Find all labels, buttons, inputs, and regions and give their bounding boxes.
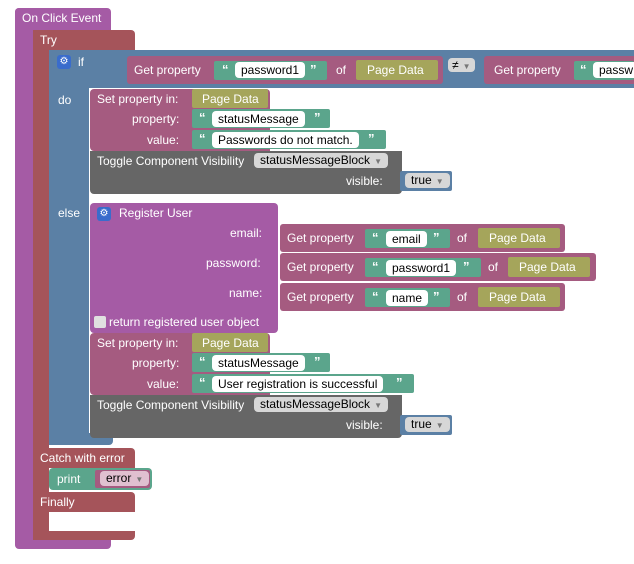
try-block[interactable] bbox=[33, 30, 135, 50]
of-label: of bbox=[336, 63, 347, 77]
email-field[interactable]: email bbox=[386, 231, 427, 247]
password1-field[interactable]: password1 bbox=[235, 62, 306, 78]
close-quote-icon: ” bbox=[433, 230, 440, 245]
password-label: password: bbox=[206, 256, 261, 270]
name-label: name: bbox=[229, 286, 263, 300]
try-spine bbox=[33, 30, 49, 540]
if-spine bbox=[49, 50, 89, 445]
on-click-event-title: On Click Event bbox=[22, 11, 102, 25]
close-quote-icon: ” bbox=[433, 289, 440, 304]
on-click-event-spine bbox=[15, 8, 33, 548]
finally-block[interactable] bbox=[33, 492, 135, 512]
value-field[interactable]: User registration is successful bbox=[212, 376, 384, 392]
page-data-label: Page Data bbox=[489, 231, 546, 245]
open-quote-icon: “ bbox=[199, 110, 206, 125]
visible-dropdown[interactable]: true▼ bbox=[405, 417, 450, 432]
get-property-label: Get property bbox=[287, 231, 354, 245]
page-data-block[interactable] bbox=[356, 60, 438, 80]
component-dropdown[interactable]: statusMessageBlock▼ bbox=[254, 153, 388, 168]
visible-label: visible: bbox=[346, 418, 383, 432]
else-label: else bbox=[58, 206, 81, 220]
get-property-label: Get property bbox=[134, 63, 201, 77]
get-property-label: Get property bbox=[287, 260, 354, 274]
if-label: if bbox=[78, 55, 84, 69]
page-data-label: Page Data bbox=[519, 260, 576, 274]
open-quote-icon: “ bbox=[580, 62, 587, 77]
register-user-label: Register User bbox=[119, 206, 193, 220]
error-variable-dropdown[interactable]: error▼ bbox=[100, 471, 150, 486]
property-label: property: bbox=[132, 356, 180, 370]
password-field-clipped[interactable]: passw bbox=[593, 62, 634, 78]
page-data-label: Page Data bbox=[489, 290, 546, 304]
chevron-down-icon: ▼ bbox=[435, 421, 444, 430]
finally-label: Finally bbox=[40, 495, 75, 509]
status-message-field[interactable]: statusMessage bbox=[212, 355, 305, 371]
close-quote-icon: ” bbox=[310, 62, 317, 77]
return-object-checkbox[interactable] bbox=[94, 316, 106, 328]
close-quote-icon: ” bbox=[314, 110, 321, 125]
on-click-event-block[interactable] bbox=[15, 8, 111, 30]
page-data-label: Page Data bbox=[202, 336, 259, 350]
component-dropdown[interactable]: statusMessageBlock▼ bbox=[254, 397, 388, 412]
close-quote-icon: ” bbox=[368, 131, 375, 146]
close-quote-icon: ” bbox=[463, 259, 470, 274]
status-message-field[interactable]: statusMessage bbox=[212, 111, 305, 127]
visible-label: visible: bbox=[346, 174, 383, 188]
page-data-block[interactable] bbox=[192, 89, 268, 108]
open-quote-icon: “ bbox=[372, 230, 379, 245]
toggle-label: Toggle Component Visibility bbox=[97, 154, 245, 168]
chevron-down-icon: ▼ bbox=[135, 475, 144, 484]
if-gear-icon[interactable]: ⚙ bbox=[57, 55, 71, 69]
page-data-block[interactable] bbox=[192, 333, 268, 352]
get-property-label: Get property bbox=[287, 290, 354, 304]
open-quote-icon: “ bbox=[199, 354, 206, 369]
page-data-block[interactable] bbox=[478, 287, 560, 307]
catch-block[interactable] bbox=[33, 448, 135, 468]
chevron-down-icon: ▼ bbox=[374, 401, 382, 410]
chevron-down-icon: ▼ bbox=[374, 157, 382, 166]
property-label: property: bbox=[132, 112, 180, 126]
register-user-block[interactable] bbox=[90, 203, 278, 333]
chevron-down-icon: ▼ bbox=[435, 177, 444, 186]
print-label: print bbox=[57, 472, 81, 486]
open-quote-icon: “ bbox=[199, 131, 206, 146]
open-quote-icon: “ bbox=[222, 62, 229, 77]
password1-field[interactable]: password1 bbox=[386, 260, 457, 276]
of-label: of bbox=[488, 260, 499, 274]
get-property-label: Get property bbox=[494, 63, 561, 77]
value-field[interactable]: Passwords do not match. bbox=[212, 132, 359, 148]
try-label: Try bbox=[40, 33, 57, 47]
catch-label: Catch with error bbox=[40, 451, 125, 465]
name-field[interactable]: name bbox=[386, 290, 429, 306]
visible-dropdown[interactable]: true▼ bbox=[405, 173, 450, 188]
page-data-label: Page Data bbox=[202, 92, 259, 106]
compare-operator-dropdown[interactable]: ≠▼ bbox=[448, 58, 475, 72]
page-data-label: Page Data bbox=[367, 63, 424, 77]
return-object-label: return registered user object bbox=[109, 315, 260, 329]
open-quote-icon: “ bbox=[372, 289, 379, 304]
register-gear-icon[interactable]: ⚙ bbox=[97, 207, 111, 221]
of-label: of bbox=[457, 231, 468, 245]
email-label: email: bbox=[230, 226, 263, 240]
of-label: of bbox=[457, 290, 468, 304]
finally-footer bbox=[33, 531, 135, 540]
open-quote-icon: “ bbox=[199, 375, 206, 390]
value-label: value: bbox=[147, 133, 180, 147]
close-quote-icon: ” bbox=[314, 354, 321, 369]
page-data-block[interactable] bbox=[478, 228, 560, 248]
open-quote-icon: “ bbox=[372, 259, 379, 274]
set-property-label: Set property in: bbox=[97, 92, 179, 106]
page-data-block[interactable] bbox=[508, 257, 590, 277]
close-quote-icon: ” bbox=[396, 375, 403, 390]
do-label: do bbox=[58, 93, 72, 107]
toggle-label: Toggle Component Visibility bbox=[97, 398, 245, 412]
value-label: value: bbox=[147, 377, 180, 391]
chevron-down-icon: ▼ bbox=[462, 62, 471, 71]
set-property-label: Set property in: bbox=[97, 336, 179, 350]
